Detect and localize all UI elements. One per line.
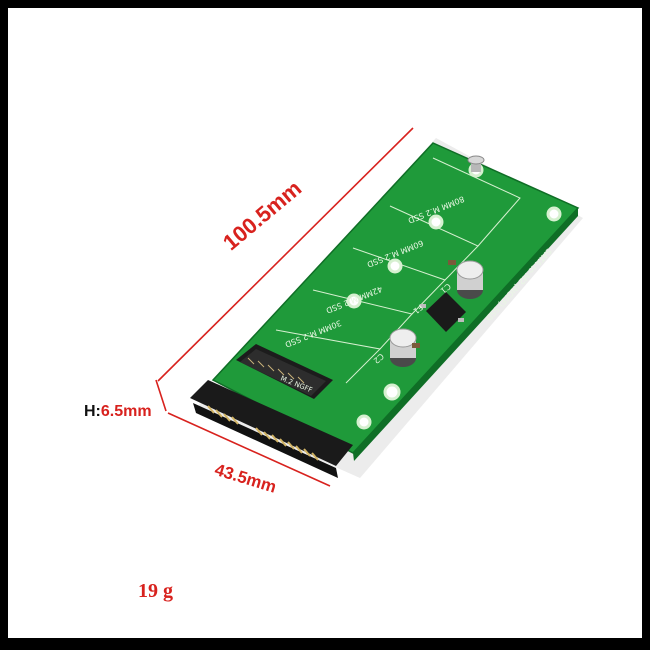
height-value: 6.5mm xyxy=(100,403,152,420)
photo-frame: 80MM M.2 SSD 60MM M.2 SSD 42MM M.2 SSD 3… xyxy=(8,8,642,638)
mounting-hole xyxy=(356,414,372,430)
height-dimension-line xyxy=(155,379,167,412)
mounting-hole xyxy=(383,383,401,401)
slot-outlines xyxy=(275,157,521,384)
height-label: H:6.5mm xyxy=(84,403,152,421)
mounting-holes xyxy=(346,162,562,430)
capacitor-c1 xyxy=(456,260,484,299)
capacitor-c2 xyxy=(389,328,417,367)
mounting-hole xyxy=(428,214,444,230)
mounting-hole xyxy=(346,293,362,309)
height-prefix: H: xyxy=(84,403,101,420)
mounting-hole xyxy=(387,258,403,274)
m2-connector: M.2 NGFF xyxy=(236,344,333,399)
length-dimension-line xyxy=(157,127,414,382)
mounting-hole xyxy=(546,206,562,222)
sata-connector xyxy=(190,380,353,478)
product-photo: 80MM M.2 SSD 60MM M.2 SSD 42MM M.2 SSD 3… xyxy=(155,127,583,487)
regulator-chip xyxy=(420,292,466,332)
pcb-board xyxy=(211,142,580,454)
width-dimension-line xyxy=(167,412,331,487)
weight-label: 19 g xyxy=(138,580,173,602)
standoff-screw xyxy=(467,155,485,172)
